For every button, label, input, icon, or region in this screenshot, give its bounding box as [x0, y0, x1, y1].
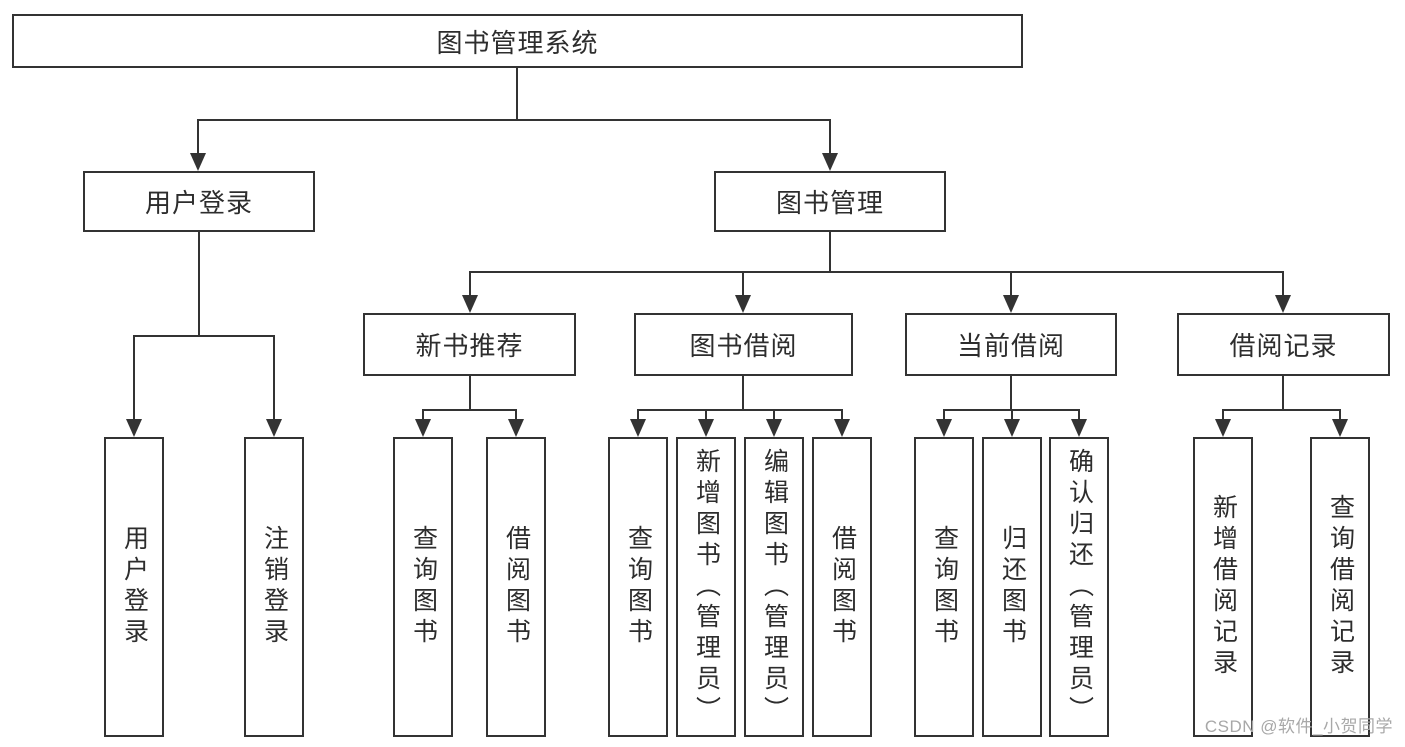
connector: [742, 271, 744, 297]
node-user-login: 用户登录: [83, 171, 315, 232]
connector: [133, 335, 135, 421]
arrowhead: [190, 153, 206, 171]
leaf-user-login-label: 用户登录: [120, 525, 149, 649]
leaf-add-books-admin: 新增图书（管理员）: [676, 437, 736, 737]
node-root-label: 图书管理系统: [436, 27, 599, 58]
leaf-borrow-books: 借阅图书: [812, 437, 872, 737]
connector: [515, 409, 517, 421]
arrowhead: [462, 295, 478, 313]
node-book-borrow-label: 图书借阅: [689, 331, 798, 361]
leaf-return-books-label: 归还图书: [998, 525, 1027, 649]
connector: [1282, 271, 1284, 297]
node-new-book-recommend: 新书推荐: [363, 313, 576, 376]
arrowhead: [1071, 419, 1087, 437]
arrowhead: [1004, 419, 1020, 437]
leaf-logout-label: 注销登录: [260, 525, 289, 649]
leaf-add-borrow-record: 新增借阅记录: [1193, 437, 1253, 737]
connector: [1010, 271, 1012, 297]
leaf-query-borrow-record-label: 查询借阅记录: [1326, 494, 1355, 680]
leaf-edit-books-admin-label: 编辑图书（管理员）: [760, 447, 789, 727]
leaf-borrow-books-label: 借阅图书: [828, 525, 857, 649]
connector: [742, 376, 744, 411]
connector: [133, 335, 275, 337]
leaf-query-borrow-record: 查询借阅记录: [1310, 437, 1370, 737]
connector: [273, 335, 275, 421]
leaf-recommend-borrow-books: 借阅图书: [486, 437, 546, 737]
node-book-management-label: 图书管理: [775, 188, 884, 218]
arrowhead: [1003, 295, 1019, 313]
arrowhead: [735, 295, 751, 313]
leaf-logout: 注销登录: [244, 437, 304, 737]
leaf-edit-books-admin: 编辑图书（管理员）: [744, 437, 804, 737]
connector: [1078, 409, 1080, 421]
leaf-confirm-return-admin: 确认归还（管理员）: [1049, 437, 1109, 737]
connector: [829, 232, 831, 273]
node-borrow-records: 借阅记录: [1177, 313, 1390, 376]
arrowhead: [1215, 419, 1231, 437]
leaf-current-query-books: 查询图书: [914, 437, 974, 737]
node-user-login-label: 用户登录: [144, 188, 253, 218]
connector: [1222, 409, 1341, 411]
connector: [197, 119, 831, 121]
csdn-watermark: CSDN @软件_小贺同学: [1204, 717, 1393, 736]
connector: [637, 409, 843, 411]
connector: [637, 409, 639, 421]
leaf-user-login: 用户登录: [104, 437, 164, 737]
connector: [198, 232, 200, 337]
node-root: 图书管理系统: [12, 14, 1023, 68]
arrowhead: [822, 153, 838, 171]
connector: [1222, 409, 1224, 421]
arrowhead: [1332, 419, 1348, 437]
leaf-recommend-borrow-books-label: 借阅图书: [502, 525, 531, 649]
connector: [422, 409, 424, 421]
connector: [1339, 409, 1341, 421]
leaf-recommend-query-books-label: 查询图书: [409, 525, 438, 649]
leaf-return-books: 归还图书: [982, 437, 1042, 737]
connector: [422, 409, 517, 411]
leaf-borrow-query-books-label: 查询图书: [624, 525, 653, 649]
leaf-current-query-books-label: 查询图书: [930, 525, 959, 649]
connector: [1282, 376, 1284, 411]
arrowhead: [1275, 295, 1291, 313]
connector: [469, 271, 471, 297]
node-borrow-records-label: 借阅记录: [1229, 331, 1338, 361]
arrowhead: [834, 419, 850, 437]
arrowhead: [698, 419, 714, 437]
leaf-confirm-return-admin-label: 确认归还（管理员）: [1065, 447, 1094, 727]
node-new-book-recommend-label: 新书推荐: [415, 331, 524, 361]
arrowhead: [415, 419, 431, 437]
connector: [516, 68, 518, 120]
arrowhead: [126, 419, 142, 437]
arrowhead: [630, 419, 646, 437]
arrowhead: [508, 419, 524, 437]
connector: [469, 376, 471, 411]
leaf-add-books-admin-label: 新增图书（管理员）: [692, 447, 721, 727]
leaf-borrow-query-books: 查询图书: [608, 437, 668, 737]
connector: [943, 409, 945, 421]
connector: [1011, 409, 1013, 421]
connector: [841, 409, 843, 421]
connector: [829, 119, 831, 155]
connector: [1010, 376, 1012, 411]
node-book-management: 图书管理: [714, 171, 946, 232]
node-current-borrow: 当前借阅: [905, 313, 1117, 376]
leaf-add-borrow-record-label: 新增借阅记录: [1209, 494, 1238, 680]
leaf-recommend-query-books: 查询图书: [393, 437, 453, 737]
connector: [705, 409, 707, 421]
arrowhead: [936, 419, 952, 437]
arrowhead: [266, 419, 282, 437]
node-current-borrow-label: 当前借阅: [956, 331, 1065, 361]
connector: [197, 119, 199, 155]
connector: [469, 271, 1284, 273]
connector: [773, 409, 775, 421]
node-book-borrow: 图书借阅: [634, 313, 853, 376]
arrowhead: [766, 419, 782, 437]
